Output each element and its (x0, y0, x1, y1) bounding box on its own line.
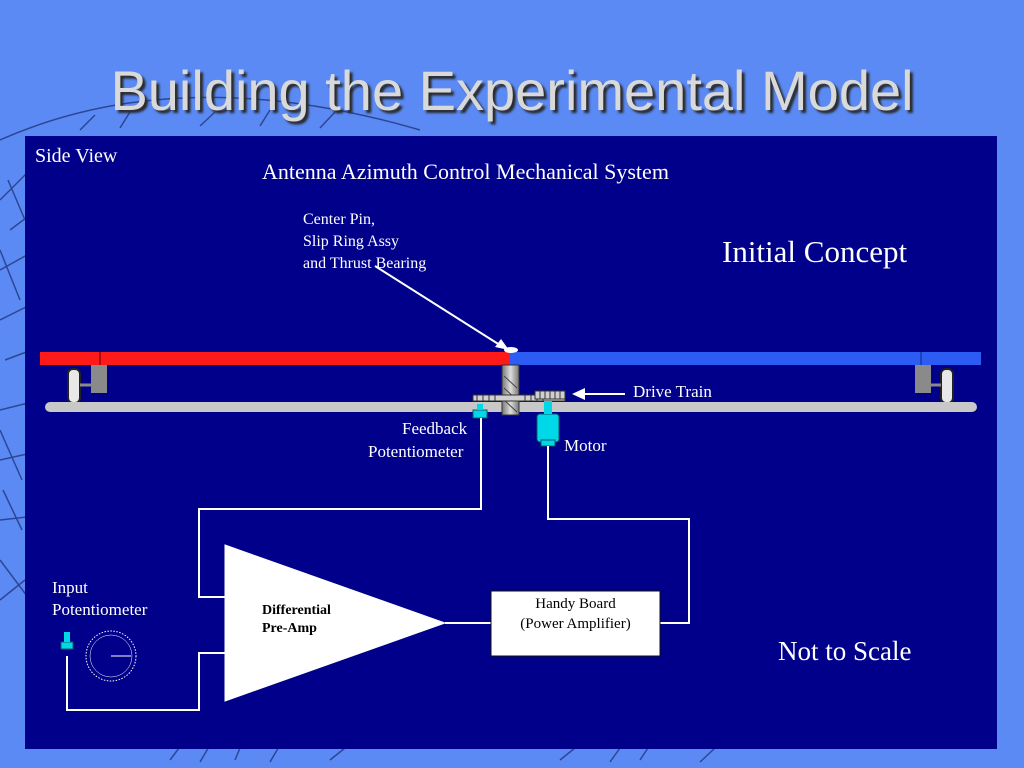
center-pin (504, 347, 518, 353)
motor-label: Motor (564, 436, 607, 455)
right-support-post (915, 365, 931, 393)
preamp-label-line1: Differential (262, 603, 331, 618)
side-view-label: Side View (35, 145, 118, 167)
differential-preamp-triangle (224, 544, 447, 702)
center-pin-leader-line (374, 265, 504, 348)
drive-train-arrowhead (572, 388, 585, 400)
input-potentiometer-label-line2: Potentiometer (52, 600, 148, 619)
diagram-panel: Side View Antenna Azimuth Control Mechan… (25, 136, 997, 749)
right-wheel (940, 368, 954, 404)
center-pin-label-line1: Center Pin, (303, 211, 375, 228)
signal-wiring (66, 418, 690, 711)
center-pin-leader-arrowhead (495, 339, 509, 350)
left-support-post (91, 365, 107, 393)
diagram-heading: Antenna Azimuth Control Mechanical Syste… (262, 159, 669, 184)
drive-train-label: Drive Train (633, 382, 712, 401)
input-potentiometer-dial (85, 630, 137, 682)
feedback-potentiometer-label-line2: Potentiometer (368, 442, 464, 461)
motor-body (536, 413, 560, 443)
handy-board-label-line2: (Power Amplifier) (520, 616, 631, 632)
not-to-scale-note: Not to Scale (778, 636, 912, 666)
feedback-potentiometer (472, 409, 488, 419)
initial-concept-label: Initial Concept (722, 234, 908, 269)
left-wheel (67, 368, 81, 404)
handy-board-label-line1: Handy Board (535, 596, 616, 612)
handy-board-box (490, 590, 661, 657)
input-potentiometer-knob (60, 641, 74, 650)
preamp-label-line2: Pre-Amp (262, 621, 317, 636)
center-pin-label-line3: and Thrust Bearing (303, 255, 427, 272)
slide-title: Building the Experimental Model (110, 59, 914, 122)
antenna-arm-blue-half (510, 352, 981, 365)
feedback-potentiometer-label-line1: Feedback (402, 419, 468, 438)
antenna-arm-red-half (40, 352, 510, 365)
center-pin-label-line2: Slip Ring Assy (303, 233, 400, 250)
mechanical-system-diagram (40, 265, 981, 711)
input-potentiometer-label-line1: Input (52, 578, 88, 597)
center-shaft (501, 364, 520, 416)
